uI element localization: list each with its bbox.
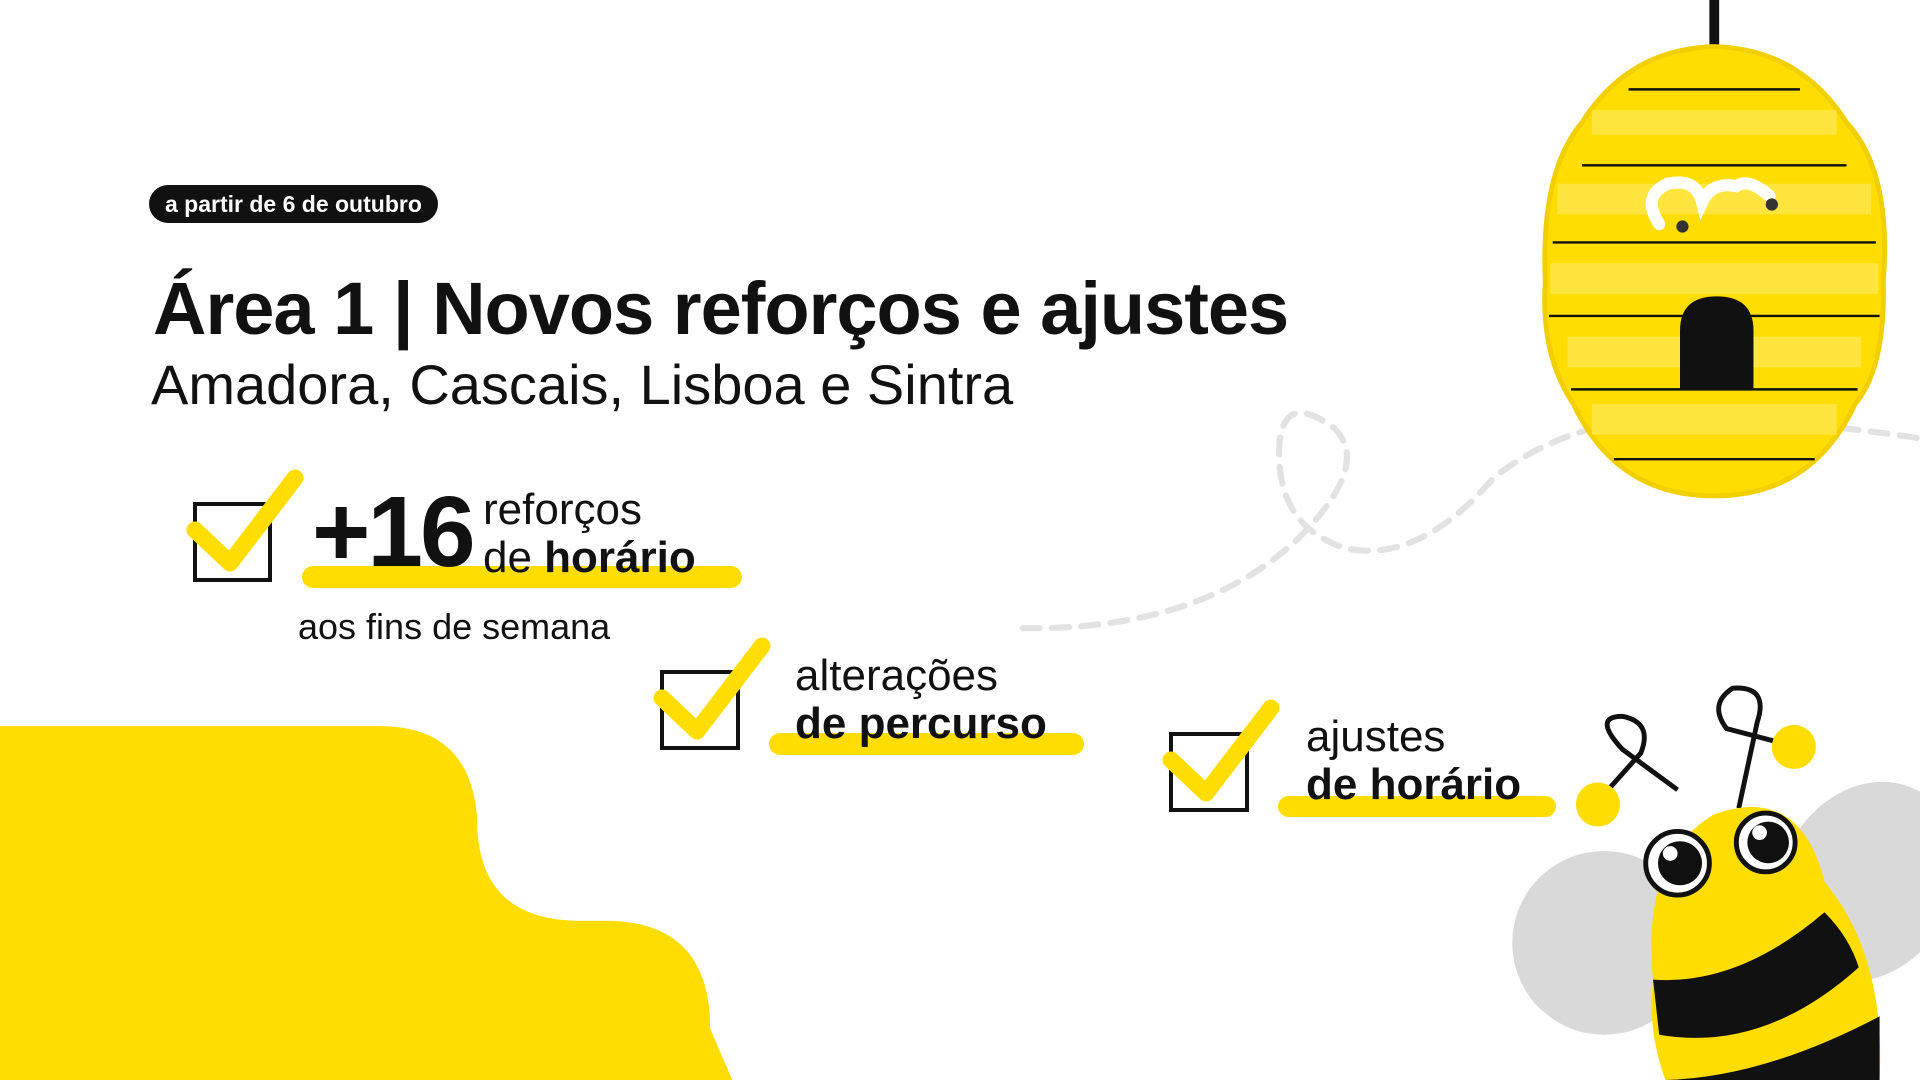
checkbox (660, 670, 740, 750)
item-2-label: alterações de percurso (795, 652, 1047, 748)
item-1-label: reforços de horário (483, 486, 696, 582)
checkbox (193, 502, 272, 582)
item-1-note: aos fins de semana (298, 606, 611, 647)
date-badge: a partir de 6 de outubro (149, 185, 438, 223)
item-1-prefix: de (483, 533, 545, 582)
check-icon (653, 637, 771, 740)
yellow-blob (0, 726, 733, 1080)
page-title: Área 1 | Novos reforços e ajustes (153, 267, 1289, 350)
beehive-illustration (1542, 0, 1888, 499)
check-icon (186, 469, 304, 572)
highlight-underline (769, 733, 1084, 755)
item-3-line1: ajustes (1306, 712, 1446, 761)
item-3-label: ajustes de horário (1306, 713, 1521, 809)
item-3-bold: de horário (1306, 760, 1522, 809)
check-icon (1162, 699, 1280, 802)
item-2-line1: alterações (795, 651, 999, 700)
checkbox (1169, 732, 1249, 812)
page-subtitle: Amadora, Cascais, Lisboa e Sintra (151, 353, 1014, 416)
hive-logo (1645, 176, 1776, 231)
item-2-bold: de percurso (795, 699, 1047, 748)
item-1-line1: reforços (483, 485, 642, 534)
item-1-bold: horário (544, 533, 696, 582)
hive-door (1680, 296, 1754, 390)
reinforcement-count: +16 (312, 476, 476, 588)
highlight-underline (1278, 796, 1556, 817)
highlight-underline (302, 566, 742, 588)
bee-illustration (1512, 685, 1920, 1080)
